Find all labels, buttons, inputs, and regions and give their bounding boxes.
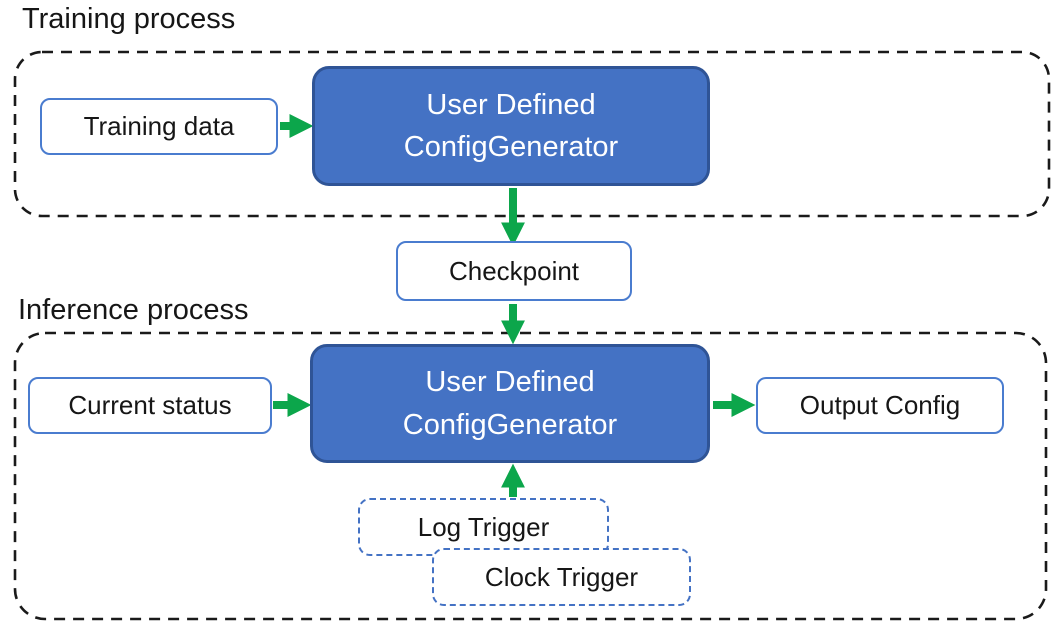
clock-trigger-box: Clock Trigger [432, 548, 691, 606]
inference-process-container [13, 331, 1048, 621]
current-status-label: Current status [68, 390, 232, 420]
output-config-box: Output Config [756, 377, 1004, 434]
training-process-container [13, 50, 1051, 218]
log-trigger-label: Log Trigger [417, 511, 550, 542]
checkpoint-label: Checkpoint [448, 255, 580, 286]
training-generator-line2: ConfigGenerator [403, 131, 619, 163]
training-data-box: Training data [40, 98, 278, 155]
inference-generator-line2: ConfigGenerator [402, 408, 618, 441]
training-generator-line1: User Defined [426, 88, 596, 121]
inference-config-generator-node: User Defined ConfigGenerator [310, 344, 710, 463]
output-config-label: Output Config [799, 390, 961, 420]
training-data-label: Training data [83, 111, 235, 141]
clock-trigger-label: Clock Trigger [484, 561, 639, 592]
inference-process-label: Inference process [18, 294, 249, 326]
checkpoint-box: Checkpoint [396, 241, 632, 301]
current-status-box: Current status [28, 377, 272, 434]
inference-generator-line1: User Defined [425, 366, 595, 399]
training-process-label: Training process [22, 3, 236, 35]
log-trigger-box: Log Trigger [358, 498, 609, 556]
training-config-generator-node: User Defined ConfigGenerator [312, 66, 710, 186]
